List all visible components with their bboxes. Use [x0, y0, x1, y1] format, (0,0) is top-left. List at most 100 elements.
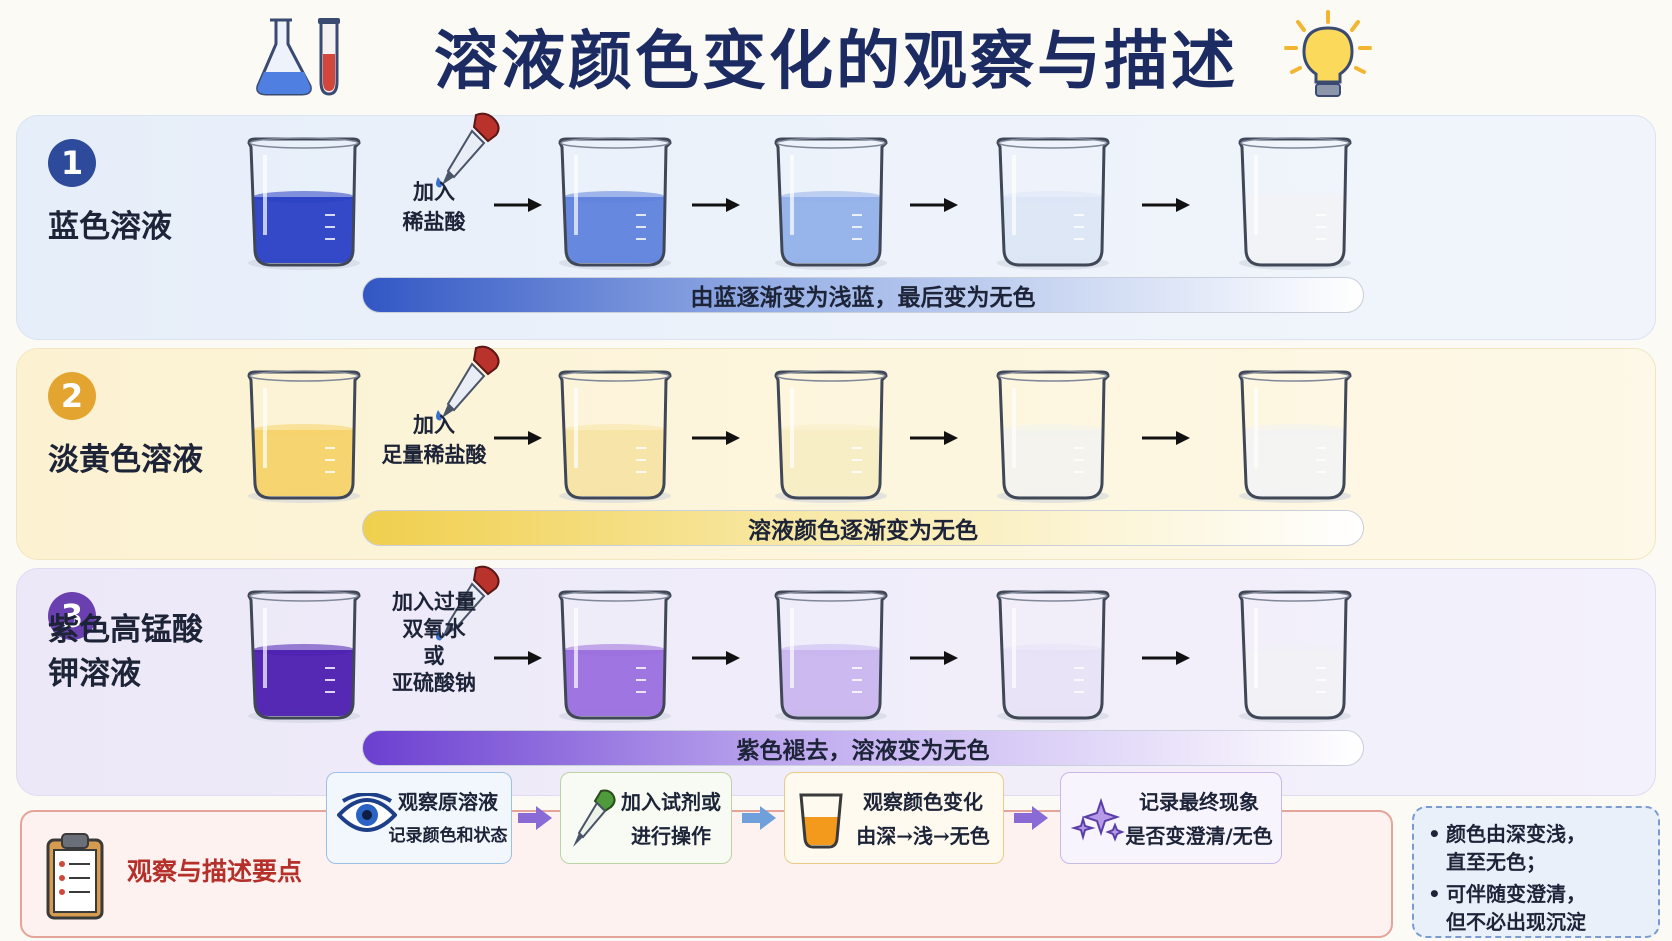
- beaker-icon: [996, 370, 1110, 503]
- key-point-step: 加入试剂或进行操作: [560, 772, 732, 864]
- flask-icon: [256, 18, 340, 96]
- reagent-label-line: 双氧水: [402, 616, 466, 641]
- beaker-icon: [247, 137, 361, 270]
- key-point-line: 加入试剂或: [621, 790, 721, 814]
- beaker: [994, 588, 1112, 728]
- note-line: 直至无色；: [1446, 850, 1546, 874]
- arrow-icon: [908, 428, 960, 452]
- beaker: [994, 368, 1112, 508]
- arrow-icon: [492, 195, 544, 219]
- beaker-icon: [799, 791, 843, 853]
- arrow-icon: [1140, 648, 1192, 672]
- beaker-icon: [558, 370, 672, 503]
- arrow-icon: [690, 195, 742, 219]
- row-number-badge: 2: [48, 372, 96, 420]
- key-point-step: 观察颜色变化由深→浅→无色: [784, 772, 1004, 864]
- dropper-icon: [432, 111, 502, 195]
- key-point-line: 是否变澄清/无色: [1125, 824, 1273, 848]
- reagent-label-line: 或: [423, 643, 445, 668]
- beaker-icon: [558, 590, 672, 723]
- step-arrow-icon: [742, 804, 778, 836]
- beaker-icon: [1238, 370, 1352, 503]
- eye-icon: [336, 792, 398, 841]
- key-point-text: 观察颜色变化由深→浅→无色: [845, 785, 1001, 853]
- row-number-badge: 1: [48, 139, 96, 187]
- beaker: [772, 588, 890, 728]
- beaker-icon: [774, 590, 888, 723]
- note-item: 颜色由深变浅， 直至无色；: [1428, 820, 1648, 876]
- arrow-icon: [908, 195, 960, 219]
- key-point-text: 记录最终现象是否变澄清/无色: [1117, 785, 1281, 853]
- beaker: [556, 135, 674, 275]
- reagent-label-line: 稀盐酸: [402, 209, 466, 234]
- beaker-icon: [774, 137, 888, 270]
- beaker-icon: [558, 137, 672, 270]
- row-number-badge: 3: [48, 592, 96, 640]
- beaker-icon: [996, 137, 1110, 270]
- row-label-line: 紫色高锰酸: [48, 612, 203, 648]
- change-summary-bar: 由蓝逐渐变为浅蓝，最后变为无色: [362, 277, 1364, 313]
- key-point-step: 记录最终现象是否变澄清/无色: [1060, 772, 1282, 864]
- beaker-icon: [996, 590, 1110, 723]
- note-line: 可伴随变澄清，: [1446, 882, 1586, 906]
- beaker-icon: [247, 370, 361, 503]
- key-point-line: 由深→浅→无色: [856, 824, 990, 848]
- arrow-icon: [690, 428, 742, 452]
- notes-box: 颜色由深变浅， 直至无色； 可伴随变澄清，但不必出现沉淀: [1412, 806, 1660, 938]
- arrow-icon: [1140, 195, 1192, 219]
- reagent-label-line: 加入: [413, 179, 455, 204]
- change-summary-bar: 紫色褪去，溶液变为无色: [362, 730, 1364, 766]
- lightbulb-icon: [1284, 10, 1372, 97]
- key-point-text: 观察原溶液记录颜色和状态: [387, 785, 509, 853]
- row-label-line: 蓝色溶液: [48, 209, 172, 245]
- beaker: [772, 368, 890, 508]
- beaker: [1236, 135, 1354, 275]
- step-arrow-icon: [518, 804, 554, 836]
- row-label: 紫色高锰酸钾溶液: [48, 608, 203, 696]
- page-title: 溶液颜色变化的观察与描述: [434, 25, 1238, 99]
- reagent-label-line: 加入: [413, 412, 455, 437]
- reagent-label: 加入足量稀盐酸: [368, 410, 500, 470]
- beaker: [1236, 588, 1354, 728]
- key-point-line: 记录最终现象: [1139, 790, 1259, 814]
- beaker: [556, 368, 674, 508]
- beaker-icon: [774, 370, 888, 503]
- reagent-label: 加入稀盐酸: [368, 177, 500, 237]
- beaker: [245, 368, 363, 508]
- row-label-line: 淡黄色溶液: [48, 442, 203, 478]
- beaker: [245, 588, 363, 728]
- reagent-label: 加入过量双氧水或亚硫酸钠: [368, 588, 500, 696]
- change-summary-bar: 溶液颜色逐渐变为无色: [362, 510, 1364, 546]
- header: 溶液颜色变化的观察与描述: [0, 0, 1672, 112]
- arrow-icon: [492, 428, 544, 452]
- key-points-title: 观察与描述要点: [127, 857, 303, 886]
- step-arrow-icon: [1014, 804, 1050, 836]
- dropper-icon: [571, 789, 617, 853]
- key-point-line: 观察颜色变化: [863, 790, 983, 814]
- row-label-line: 钾溶液: [48, 656, 141, 692]
- beaker: [556, 588, 674, 728]
- notes-list: 颜色由深变浅， 直至无色； 可伴随变澄清，但不必出现沉淀: [1428, 820, 1648, 936]
- beaker-icon: [247, 590, 361, 723]
- row-label: 蓝色溶液: [48, 205, 172, 249]
- reagent-label-line: 亚硫酸钠: [392, 670, 476, 695]
- arrow-icon: [492, 648, 544, 672]
- arrow-icon: [690, 648, 742, 672]
- key-point-line: 进行操作: [631, 824, 711, 848]
- beaker-icon: [1238, 137, 1352, 270]
- key-point-text: 加入试剂或进行操作: [611, 785, 731, 853]
- reagent-label-line: 足量稀盐酸: [381, 442, 487, 467]
- note-item: 可伴随变澄清，但不必出现沉淀: [1428, 880, 1648, 936]
- dropper-icon: [432, 344, 502, 428]
- clipboard-icon: [46, 833, 104, 920]
- key-point-step: 观察原溶液记录颜色和状态: [326, 772, 512, 864]
- row-label: 淡黄色溶液: [48, 438, 203, 482]
- sparkle-icon: [1070, 795, 1125, 849]
- key-point-line: 观察原溶液: [398, 790, 498, 814]
- beaker: [1236, 368, 1354, 508]
- beaker: [772, 135, 890, 275]
- dropper-icon: [432, 564, 502, 648]
- reagent-label-line: 加入过量: [392, 589, 476, 614]
- key-point-line: 记录颜色和状态: [388, 826, 508, 846]
- note-line: 颜色由深变浅，: [1446, 822, 1586, 846]
